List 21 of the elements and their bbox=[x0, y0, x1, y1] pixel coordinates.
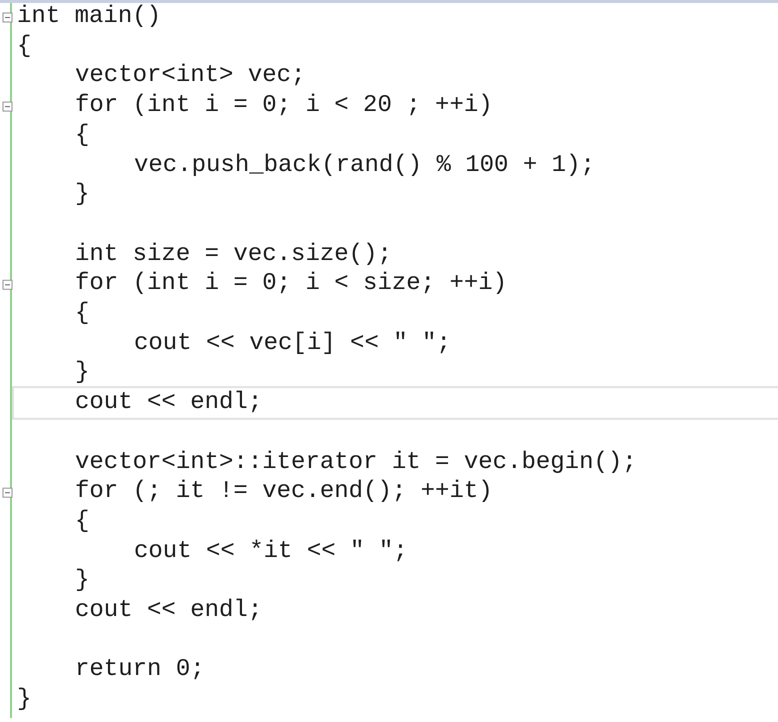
code-line: return 0; bbox=[75, 655, 205, 686]
code-line: { bbox=[75, 299, 90, 329]
code-line: } bbox=[75, 358, 90, 388]
code-line: vector<int>::iterator it = vec.begin(); bbox=[75, 448, 637, 478]
code-line: vec.push_back(rand() % 100 + 1); bbox=[134, 150, 595, 180]
code-line: cout << endl; bbox=[75, 596, 262, 626]
code-line: cout << *it << " "; bbox=[134, 536, 408, 567]
code-line: vector<int> vec; bbox=[75, 61, 306, 92]
code-line: { bbox=[75, 506, 90, 537]
code-line: cout << endl; bbox=[75, 388, 262, 418]
code-line: for (; it != vec.end(); ++it) bbox=[75, 477, 493, 508]
code-line: { bbox=[17, 32, 32, 62]
code-line: int size = vec.size(); bbox=[75, 240, 392, 270]
code-line: int main() bbox=[17, 2, 162, 32]
code-line: for (int i = 0; i < size; ++i) bbox=[75, 269, 508, 300]
code-line: for (int i = 0; i < 20 ; ++i) bbox=[75, 91, 493, 122]
code-line: } bbox=[17, 685, 32, 716]
code-line: } bbox=[75, 566, 90, 596]
code-line: } bbox=[75, 180, 90, 210]
code-line: cout << vec[i] << " "; bbox=[134, 328, 451, 359]
code-line: { bbox=[75, 120, 90, 151]
